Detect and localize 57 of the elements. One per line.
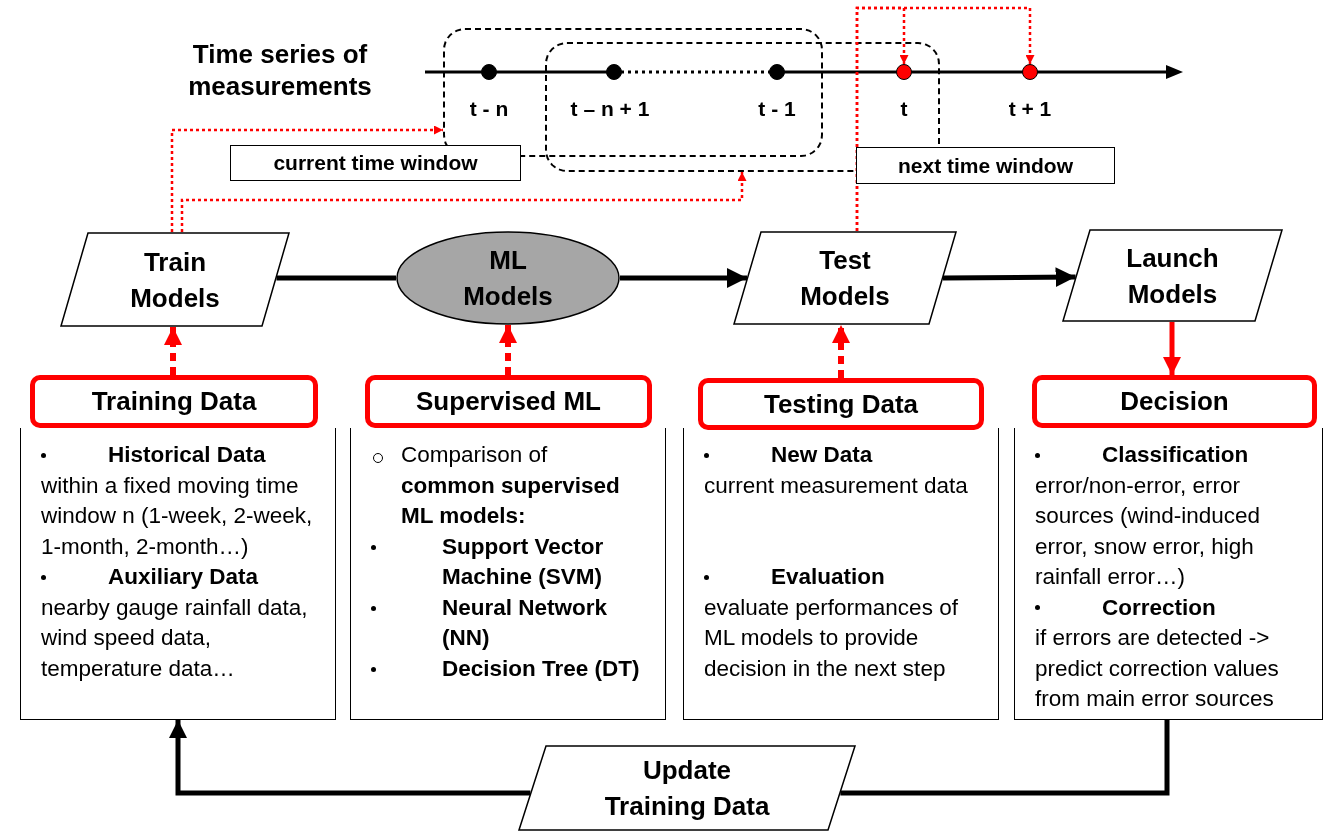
process-parallelogram (60, 232, 290, 327)
arrow (170, 125, 443, 232)
arrow (164, 327, 182, 375)
section-heading-box: Decision (1032, 375, 1317, 428)
section-heading-box: Testing Data (698, 378, 984, 430)
time-label: t (900, 97, 908, 121)
arrow (169, 720, 531, 796)
arrow (180, 172, 747, 232)
item-title: Neural Network (NN) (442, 593, 609, 652)
node-label: Update Training Data (603, 754, 771, 823)
axis-title: Time series of measurements (187, 38, 373, 102)
arrow (943, 267, 1076, 288)
item-text: if errors are detected -> predict correction values from main error sources (1035, 624, 1280, 713)
window-label: current time window (230, 145, 521, 181)
model-ellipse (396, 231, 620, 325)
item-text: current measurement data (704, 471, 969, 500)
time-point-dot (480, 63, 497, 80)
text-panel (350, 428, 666, 720)
item-title: Evaluation (771, 563, 885, 591)
item-title: Historical Data (108, 441, 266, 469)
time-point-dot (606, 64, 622, 80)
arrow (620, 268, 747, 288)
time-label: t - 1 (758, 97, 796, 121)
time-label: t – n + 1 (570, 97, 650, 121)
time-label: t - n (469, 97, 509, 121)
item-text: error/non-error, error sources (wind-induced error, snow error, high rainfall error…) (1035, 471, 1262, 591)
process-parallelogram (733, 231, 957, 325)
node-label: ML Models (462, 244, 554, 313)
time-label: t + 1 (1008, 97, 1052, 121)
arrow (1163, 322, 1181, 375)
item-text: Comparison of common supervised ML models: (401, 441, 621, 530)
section-heading-box: Supervised ML (365, 375, 652, 428)
text-panel (1014, 428, 1323, 720)
text-panel (20, 428, 336, 720)
arrow (832, 325, 850, 378)
arrow (855, 6, 1035, 231)
time-point-dot (769, 64, 785, 80)
node-label: Launch Models (1125, 241, 1220, 311)
item-title: Classification (1102, 441, 1249, 469)
window-label: next time window (856, 147, 1115, 184)
item-title: Correction (1102, 593, 1216, 622)
node-label: Train Models (129, 245, 221, 315)
text-panel (683, 428, 999, 720)
process-parallelogram (518, 745, 856, 831)
arrow (499, 325, 517, 375)
item-text: nearby gauge rainfall data, wind speed data, temperature data… (41, 593, 309, 683)
item-title: Decision Tree (DT) (442, 654, 640, 683)
node-label: Test Models (799, 244, 891, 313)
section-heading-box: Training Data (30, 375, 318, 428)
time-point-dot (1022, 64, 1038, 80)
item-text: evaluate performances of ML models to provide decision in the next step (704, 593, 959, 683)
time-point-dot (895, 63, 912, 80)
item-title: Support Vector Machine (SVM) (442, 532, 605, 591)
item-title: Auxiliary Data (108, 563, 259, 591)
item-title: New Data (771, 441, 873, 469)
item-text: within a fixed moving time window n (1-week, 2-week, 1-month, 2-month…) (41, 471, 314, 561)
process-parallelogram (1062, 229, 1283, 322)
